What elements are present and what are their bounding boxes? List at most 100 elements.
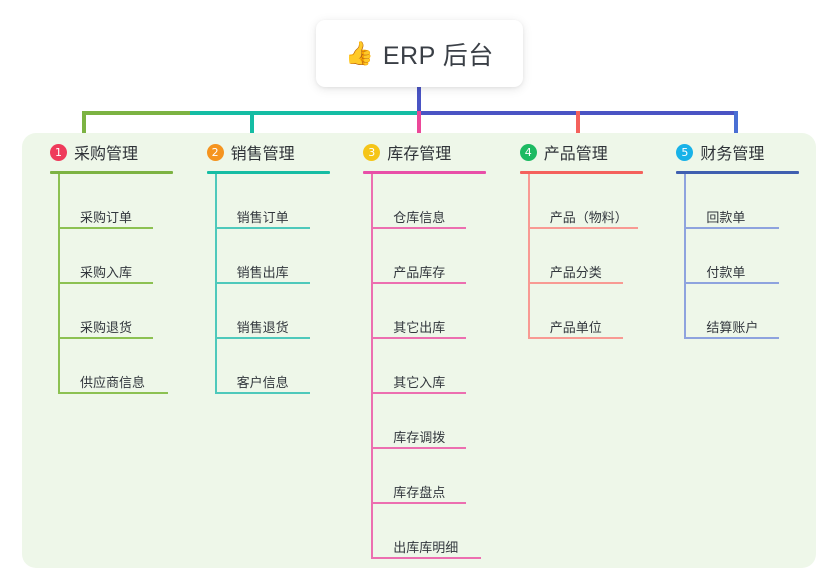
list-item-rule <box>527 227 638 229</box>
column-badge-4: 4 <box>519 143 537 161</box>
drop-connector-5 <box>734 111 738 146</box>
list-item-label: 采购订单 <box>80 210 133 225</box>
column-badge-5: 5 <box>676 143 694 161</box>
column-items-5: 回款单付款单结算账户 <box>684 174 816 339</box>
column-items-1: 采购订单采购入库采购退货供应商信息 <box>58 174 190 394</box>
list-item[interactable]: 仓库信息 <box>371 174 503 229</box>
column-2: 2 销售管理销售订单销售出库销售退货客户信息 <box>190 133 347 568</box>
list-item-rule <box>214 392 310 394</box>
page-title: ERP 后台 <box>382 41 494 70</box>
column-rule-3 <box>363 171 487 174</box>
column-title-5: 财务管理 <box>700 146 765 163</box>
list-item-rule <box>371 227 467 229</box>
list-item-label: 产品分类 <box>549 265 602 280</box>
list-item-label: 销售出库 <box>236 265 289 280</box>
column-title-1: 采购管理 <box>74 146 139 163</box>
list-item-label: 仓库信息 <box>393 210 446 225</box>
bus-segment-green <box>82 111 192 115</box>
list-item-label: 库存调拨 <box>393 430 446 445</box>
list-item-rule <box>58 227 153 229</box>
column-title-3: 库存管理 <box>387 146 452 163</box>
list-item[interactable]: 结算账户 <box>684 284 816 339</box>
list-item-label: 供应商信息 <box>80 375 146 390</box>
list-item-label: 产品单位 <box>549 320 602 335</box>
list-item[interactable]: 客户信息 <box>214 339 347 394</box>
list-item[interactable]: 产品单位 <box>527 284 660 339</box>
list-item-label: 出库库明细 <box>393 540 459 555</box>
list-item-label: 结算账户 <box>706 320 759 335</box>
column-header-5[interactable]: 5 财务管理 <box>659 133 816 171</box>
column-spine-1 <box>58 174 60 394</box>
list-item-label: 销售退货 <box>236 320 289 335</box>
list-item[interactable]: 回款单 <box>684 174 816 229</box>
list-item-label: 产品库存 <box>393 265 446 280</box>
column-header-2[interactable]: 2 销售管理 <box>190 133 347 171</box>
list-item-rule <box>214 337 310 339</box>
column-title-2: 销售管理 <box>230 146 295 163</box>
thumbs-up-icon: 👍 <box>345 40 374 66</box>
list-item-rule <box>684 282 780 284</box>
diagram-panel <box>22 133 816 568</box>
list-item[interactable]: 其它出库 <box>371 284 503 339</box>
bus-segment-teal <box>190 111 419 115</box>
column-spine-5 <box>684 174 687 339</box>
drop-connector-4 <box>576 111 580 146</box>
column-5: 5 财务管理回款单付款单结算账户 <box>659 133 816 568</box>
drop-connector-1 <box>82 111 86 146</box>
list-item-label: 销售订单 <box>236 210 289 225</box>
list-item-rule <box>214 227 310 229</box>
list-item[interactable]: 产品库存 <box>371 229 503 284</box>
column-rule-4 <box>519 171 643 174</box>
list-item-rule <box>58 337 153 339</box>
column-header-3[interactable]: 3 库存管理 <box>346 133 503 171</box>
list-item-rule <box>684 227 780 229</box>
root-title-card: 👍 ERP 后台 <box>316 20 523 87</box>
column-spine-3 <box>371 174 374 559</box>
drop-connector-2 <box>250 111 254 146</box>
list-item-label: 客户信息 <box>236 375 289 390</box>
list-item-label: 库存盘点 <box>393 485 446 500</box>
list-item[interactable]: 产品（物料） <box>527 174 660 229</box>
column-rule-2 <box>206 171 330 174</box>
column-badge-3: 3 <box>363 143 381 161</box>
list-item-rule <box>371 557 482 559</box>
list-item[interactable]: 采购入库 <box>58 229 190 284</box>
list-item[interactable]: 出库库明细 <box>371 504 503 559</box>
column-rule-1 <box>50 171 173 174</box>
column-badge-2: 2 <box>206 143 224 161</box>
list-item-label: 采购入库 <box>80 265 133 280</box>
list-item[interactable]: 采购退货 <box>58 284 190 339</box>
list-item[interactable]: 采购订单 <box>58 174 190 229</box>
list-item[interactable]: 库存盘点 <box>371 449 503 504</box>
column-rule-5 <box>676 171 800 174</box>
list-item[interactable]: 其它入库 <box>371 339 503 394</box>
list-item[interactable]: 付款单 <box>684 229 816 284</box>
list-item-rule <box>527 337 623 339</box>
list-item-rule <box>371 337 467 339</box>
list-item[interactable]: 销售订单 <box>214 174 347 229</box>
list-item-rule <box>527 282 623 284</box>
list-item-rule <box>371 392 467 394</box>
list-item[interactable]: 销售出库 <box>214 229 347 284</box>
list-item-rule <box>371 282 467 284</box>
list-item[interactable]: 供应商信息 <box>58 339 190 394</box>
list-item-label: 采购退货 <box>80 320 133 335</box>
column-spine-4 <box>527 174 530 339</box>
list-item[interactable]: 销售退货 <box>214 284 347 339</box>
list-item[interactable]: 库存调拨 <box>371 394 503 449</box>
list-item-rule <box>684 337 780 339</box>
column-items-4: 产品（物料） 产品分类产品单位 <box>527 174 660 339</box>
list-item-label: 产品（物料） <box>549 210 628 225</box>
list-item-rule <box>58 282 153 284</box>
list-item-rule <box>214 282 310 284</box>
list-item[interactable]: 产品分类 <box>527 229 660 284</box>
list-item-label: 回款单 <box>706 210 746 225</box>
column-spine-2 <box>214 174 217 394</box>
root-trunk-connector <box>417 87 421 113</box>
list-item-rule <box>371 502 467 504</box>
